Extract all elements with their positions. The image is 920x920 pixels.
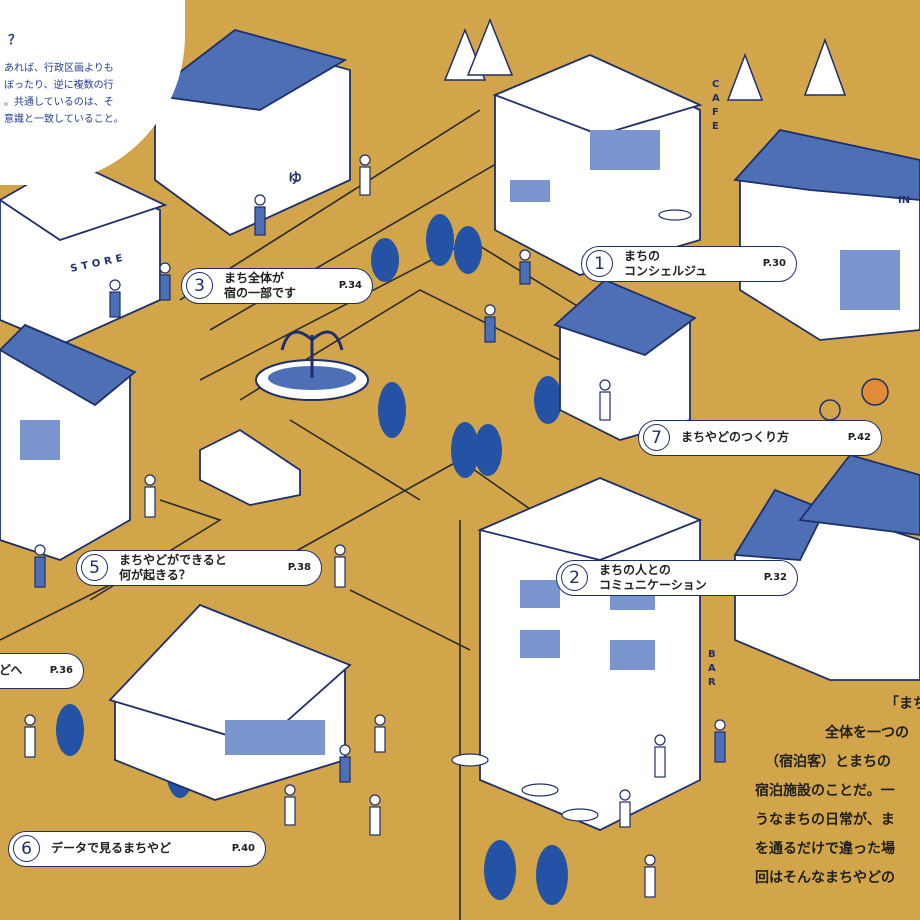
label-title-line: コンシェルジュ [624, 264, 708, 278]
label-page: P.32 [763, 572, 787, 583]
label-page: P.30 [762, 258, 786, 269]
label-title-line: どへ [0, 663, 23, 677]
label-number: 2 [561, 564, 588, 591]
label-page: P.36 [49, 665, 73, 676]
label-title: データで見るまちやど [51, 841, 171, 856]
bar-sign: BAR [708, 649, 716, 688]
intro-panel: ？ あれば、行政区画よりも ぼったり、逆に複数の行 。共通しているのは、そ 意識… [0, 0, 185, 185]
label-number: 1 [586, 250, 613, 277]
intro-line: ぼったり、逆に複数の行 [4, 80, 114, 91]
intro-text: あれば、行政区画よりも ぼったり、逆に複数の行 。共通しているのは、そ 意識と一… [4, 60, 124, 128]
label-title-line: まちやどができると [119, 553, 227, 567]
body-line: 全体を一つの [825, 725, 909, 741]
label-number: 3 [186, 272, 213, 299]
fountain [255, 330, 369, 401]
label-title: どへ [0, 663, 22, 678]
body-line: 宿泊施設のことだ。一 [755, 783, 895, 799]
pine-trees [443, 17, 847, 101]
body-line: を通るだけで違った場 [755, 841, 895, 857]
body-text: 「まち 全体を一つの （宿泊客）とまちの 宿泊施設のことだ。一 うなまちの日常が… [755, 690, 920, 893]
label-title: まちやどができると 何が起きる？ [119, 553, 227, 583]
yu-sign: ゆ [288, 171, 302, 187]
label-number: 7 [643, 424, 670, 451]
windows [20, 130, 900, 755]
label-title: まち全体が 宿の一部です [224, 271, 296, 301]
body-line: うなまちの日常が、ま [755, 812, 895, 828]
label-title-line: 宿の一部です [224, 286, 297, 300]
label-title: まちやどのつくり方 [681, 430, 789, 445]
label-title-line: まちの [624, 249, 661, 263]
label-5[interactable]: 5 まちやどができると 何が起きる？ P.38 [76, 550, 322, 586]
label-page: P.34 [338, 280, 362, 291]
label-title-line: コミュニケーション [599, 578, 707, 592]
label-1[interactable]: 1 まちの コンシェルジュ P.30 [581, 246, 797, 282]
label-2[interactable]: 2 まちの人との コミュニケーション P.32 [556, 560, 798, 596]
cafe-sign: CAFE [712, 79, 720, 132]
intro-line: 意識と一致していること。 [4, 114, 124, 125]
label-7[interactable]: 7 まちやどのつくり方 P.42 [638, 420, 882, 456]
body-line: 回はそんなまちやどの [755, 870, 895, 886]
body-line: 「まち [885, 696, 920, 712]
bicycle [819, 378, 889, 421]
people [24, 154, 726, 898]
label-number: 6 [13, 835, 40, 862]
label-page: P.40 [231, 843, 255, 854]
intro-line: 。共通しているのは、そ [4, 97, 114, 108]
label-number: 5 [81, 554, 108, 581]
label-title: まちの人との コミュニケーション [599, 563, 707, 593]
label-title-line: まちの人との [599, 563, 671, 577]
inn-sign: IN [898, 195, 911, 206]
label-title-line: まち全体が [224, 271, 285, 285]
label-title-line: データで見るまちやど [51, 841, 172, 855]
cafe-tables [451, 209, 692, 822]
label-partial[interactable]: どへ P.36 [0, 653, 84, 689]
intro-line: あれば、行政区画よりも [4, 63, 114, 74]
label-page: P.38 [287, 562, 311, 573]
body-line: （宿泊客）とまちの [765, 754, 891, 770]
label-title-line: まちやどのつくり方 [681, 430, 790, 444]
label-title-line: 何が起きる？ [119, 568, 191, 582]
label-3[interactable]: 3 まち全体が 宿の一部です P.34 [181, 268, 373, 304]
label-title: まちの コンシェルジュ [624, 249, 707, 279]
label-page: P.42 [847, 432, 871, 443]
intro-question: ？ [8, 33, 22, 48]
label-6[interactable]: 6 データで見るまちやど P.40 [8, 831, 266, 867]
